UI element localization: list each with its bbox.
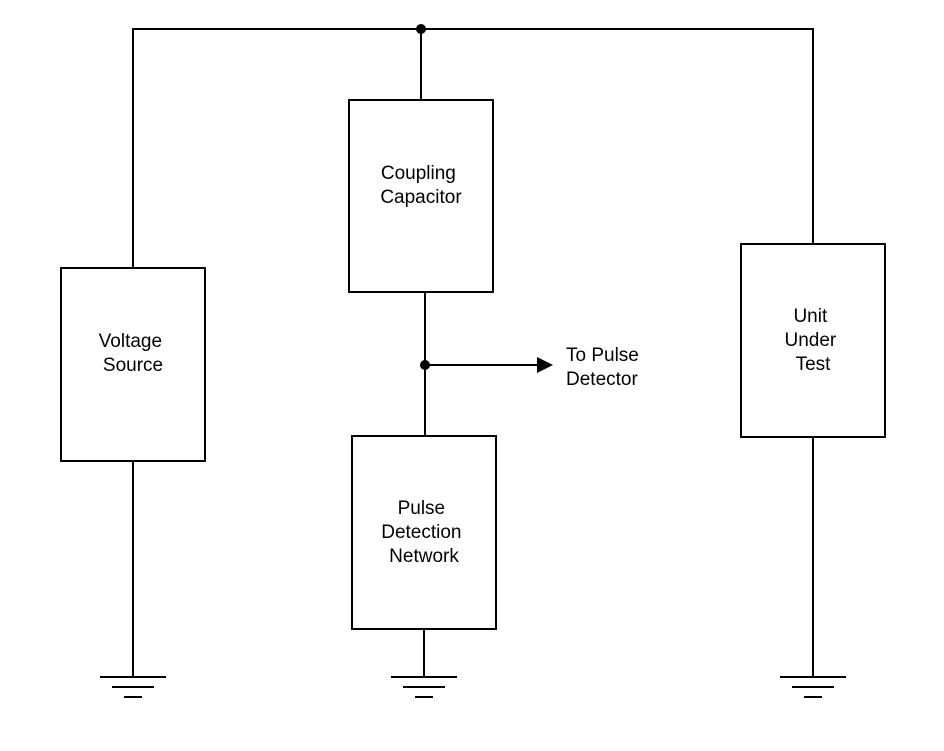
coupling-capacitor-label: Coupling Capacitor [380,163,462,208]
ground-icon [780,676,846,698]
ground-icon [391,676,457,698]
pulse-detection-network-label-line3: Network [389,546,459,567]
pulse-detector-label-line2: Detector [566,369,638,390]
pulse-detector-label-line1: To Pulse [566,345,639,366]
unit-under-test-box [740,243,886,438]
pulse-detection-network-label-line1: Pulse [398,498,446,519]
unit-under-test-label: Unit Under Test [784,306,841,375]
coupling-capacitor-label-line2: Capacitor [380,187,462,208]
coupling-capacitor-box [348,99,494,293]
voltage-source-label-line1: Voltage [99,331,162,352]
voltage-source-block: Voltage Source [60,267,206,462]
pulse-detection-network-box [351,435,497,630]
arrow-right-icon [537,357,553,373]
voltage-source-box [60,267,206,462]
coupling-capacitor-label-line1: Coupling [381,163,456,184]
unit-under-test-label-line2: Under [784,330,836,351]
voltage-source-label-line2: Source [103,355,163,376]
ground-icon [100,676,166,698]
unit-under-test-block: Unit Under Test [740,243,886,438]
pulse-detection-network-label-line2: Detection [381,522,461,543]
unit-under-test-label-line1: Unit [793,306,828,327]
voltage-source-label: Voltage Source [99,331,168,376]
pulse-detection-network-block: Pulse Detection Network [351,435,497,630]
top-bus-wire [132,28,814,268]
pulse-detection-network-label: Pulse Detection Network [381,498,467,567]
pulse-detector-label: To Pulse Detector [566,345,644,390]
coupling-capacitor-block: Coupling Capacitor [348,99,494,293]
unit-under-test-label-line3: Test [796,354,832,375]
